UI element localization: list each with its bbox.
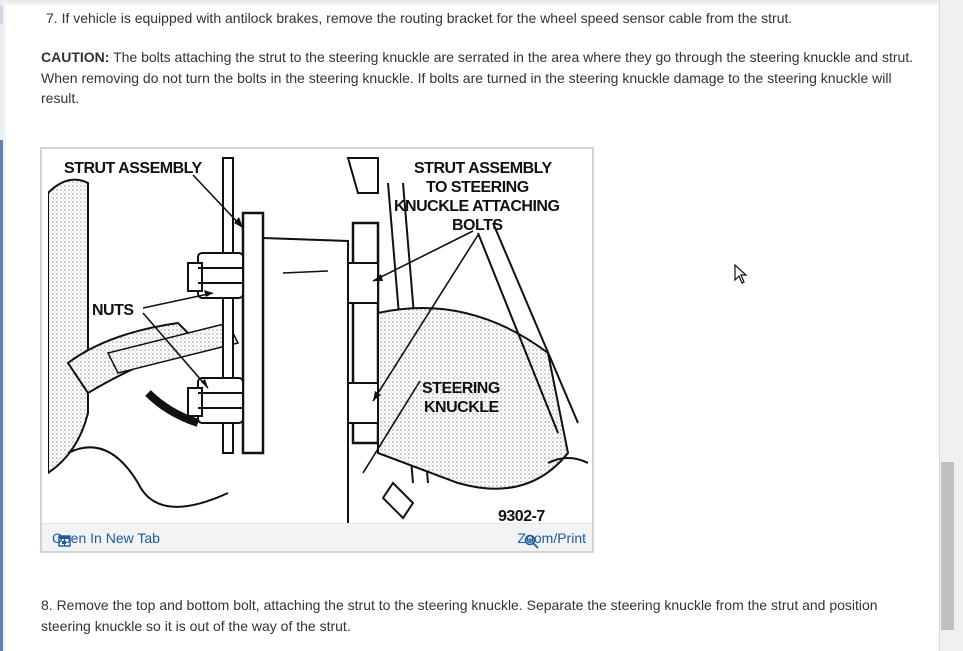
label-attach-line2: TO STEERING <box>426 179 529 196</box>
caution-label: CAUTION: <box>41 49 110 65</box>
strut-diagram: STRUT ASSEMBLY NUTS STRUT ASSEMBLY TO ST… <box>48 157 588 525</box>
frame-accent-band <box>0 140 3 651</box>
open-in-new-tab-link[interactable]: Open In New Tab <box>52 530 160 547</box>
figure-toolbar: Open In New Tab Zoom/Print <box>42 523 592 551</box>
top-shadow <box>6 0 939 6</box>
scrollbar-thumb[interactable] <box>941 462 954 630</box>
figure-number: 9302-7 <box>498 508 545 525</box>
new-tab-icon <box>58 535 71 547</box>
caution-paragraph: CAUTION: The bolts attaching the strut t… <box>41 47 931 109</box>
label-nuts: NUTS <box>92 302 134 319</box>
zoom-print-link[interactable]: Zoom/Print <box>517 530 586 549</box>
label-attach-line4: BOLTS <box>452 217 503 234</box>
label-knuckle-line2: KNUCKLE <box>424 399 500 416</box>
mouse-pointer-icon <box>734 264 748 284</box>
figure-box: STRUT ASSEMBLY NUTS STRUT ASSEMBLY TO ST… <box>40 147 594 553</box>
label-attach-line3: KNUCKLE ATTACHING <box>394 198 559 215</box>
step-7-text: 7. If vehicle is equipped with antilock … <box>46 10 793 26</box>
label-attach-line1: STRUT ASSEMBLY <box>414 160 552 177</box>
window-frame-left <box>0 0 6 651</box>
zoom-print-label: Zoom/Print <box>517 530 586 546</box>
magnifier-icon <box>524 534 539 549</box>
label-strut-assembly: STRUT ASSEMBLY <box>64 160 202 177</box>
label-knuckle-line1: STEERING <box>422 380 500 397</box>
frame-dash <box>0 6 3 24</box>
article-content: 7. If vehicle is equipped with antilock … <box>8 0 938 651</box>
caution-text: The bolts attaching the strut to the ste… <box>41 49 914 106</box>
step-8-text: 8. Remove the top and bottom bolt, attac… <box>41 597 878 634</box>
open-in-new-tab-label: Open In New Tab <box>52 530 160 546</box>
